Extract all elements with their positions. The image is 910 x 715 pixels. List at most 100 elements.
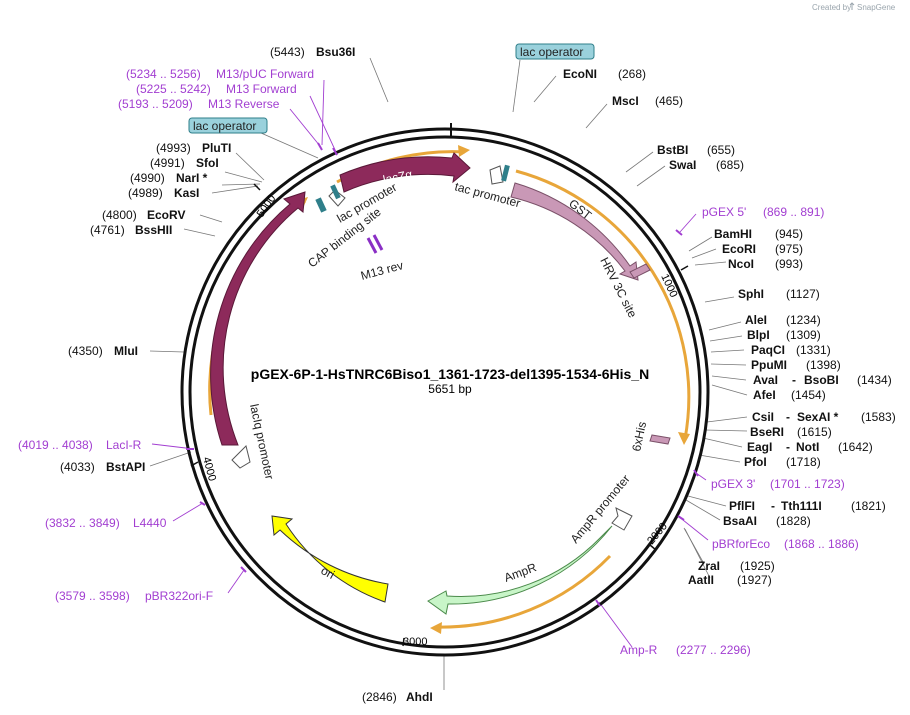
primer-range: (869 .. 891) <box>763 205 824 219</box>
site-name[interactable]: PfoI <box>744 455 767 469</box>
site-name[interactable]: BstBI <box>657 143 688 157</box>
primer-name[interactable]: pBRforEco <box>712 537 770 551</box>
feature-laci[interactable] <box>210 191 306 446</box>
lac-operator-label-top: lac operator <box>520 45 583 59</box>
tick-label-5000: 5000 <box>255 193 279 220</box>
site-pos: (2846) <box>362 690 397 704</box>
site-pos: (1234) <box>786 313 821 327</box>
site-name[interactable]: BsaAI <box>723 514 757 528</box>
backbone-outer <box>180 127 710 657</box>
feature-lacza-label: lacZα <box>382 167 414 187</box>
primer-range: (5193 .. 5209) <box>118 97 193 111</box>
site-name[interactable]: AfeI <box>753 388 776 402</box>
feature-tac-promoter[interactable] <box>489 165 504 185</box>
site-name[interactable]: EagI <box>747 440 772 454</box>
feature-ampr-promoter[interactable] <box>611 507 633 531</box>
site-name[interactable]: BstAPI <box>106 460 145 474</box>
feature-hrv3c[interactable] <box>629 263 651 279</box>
site-name[interactable]: CsiI <box>752 410 774 424</box>
primer-name[interactable]: L4440 <box>133 516 167 530</box>
site-name[interactable]: BamHI <box>714 227 752 241</box>
lac-operator-box-left <box>188 117 268 134</box>
primer-range: (1701 .. 1723) <box>770 477 845 491</box>
primer-name[interactable]: pBR322ori-F <box>145 589 213 603</box>
site-name[interactable]: Bsu36I <box>316 45 355 59</box>
feature-ampr-promoter-label: AmpR promoter <box>568 472 633 546</box>
site-pos: (4991) <box>150 156 185 170</box>
feature-m13rev[interactable] <box>366 234 384 254</box>
site-name[interactable]: Tth111I <box>781 499 822 513</box>
feature-ori[interactable] <box>271 515 389 603</box>
site-name[interactable]: EcoRV <box>147 208 185 222</box>
site-name[interactable]: BsoBI <box>804 373 839 387</box>
site-pos: (1309) <box>786 328 821 342</box>
site-name[interactable]: KasI <box>174 186 199 200</box>
site-pos: (465) <box>655 94 683 108</box>
site-name[interactable]: PpuMI <box>751 358 787 372</box>
site-name[interactable]: AvaI <box>753 373 778 387</box>
feature-ampr-label: AmpR <box>502 560 538 585</box>
site-name[interactable]: SfoI <box>196 156 219 170</box>
orf-arc-ampr <box>434 554 612 629</box>
site-name[interactable]: ZraI <box>698 559 720 573</box>
site-name[interactable]: EcoNI <box>563 67 597 81</box>
site-pos: (5443) <box>270 45 305 59</box>
site-pos: (1642) <box>838 440 873 454</box>
site-name[interactable]: AhdI <box>406 690 433 704</box>
credit-brand: SnapGene <box>857 3 896 12</box>
feature-m13rev-label: M13 rev <box>359 258 405 283</box>
site-name[interactable]: BseRI <box>750 425 784 439</box>
credit-prefix: Created by <box>812 3 851 12</box>
site-pos: (4033) <box>60 460 95 474</box>
site-name[interactable]: NcoI <box>728 257 754 271</box>
site-pos: (1583) <box>861 410 896 424</box>
site-pos: (1127) <box>786 287 820 301</box>
site-name[interactable]: PaqCI <box>751 343 785 357</box>
site-name[interactable]: SexAI * <box>797 410 839 424</box>
primer-name[interactable]: M13 Reverse <box>208 97 280 111</box>
plasmid-length: 5651 bp <box>428 382 472 396</box>
site-name[interactable]: MscI <box>612 94 639 108</box>
feature-ori-label: ori <box>319 563 337 582</box>
primer-name[interactable]: pGEX 5' <box>702 205 746 219</box>
primer-range: (5225 .. 5242) <box>136 82 211 96</box>
backbone-inner <box>188 135 702 649</box>
primer-marks <box>186 142 699 607</box>
feature-lac-operator-mark-left[interactable] <box>330 184 341 200</box>
feature-laciq-promoter[interactable] <box>231 445 251 469</box>
feature-6xhis-label: 6xHis <box>629 420 649 452</box>
feature-lacza[interactable] <box>339 152 471 193</box>
site-name[interactable]: MluI <box>114 344 138 358</box>
feature-gst[interactable] <box>510 182 639 281</box>
primer-name[interactable]: pGEX 3' <box>711 477 755 491</box>
primer-name[interactable]: LacI-R <box>106 438 142 452</box>
site-name[interactable]: PflFI <box>729 499 755 513</box>
lac-operator-box-top <box>515 43 595 60</box>
site-pos: (4800) <box>102 208 137 222</box>
primer-name[interactable]: M13 Forward <box>226 82 297 96</box>
site-name[interactable]: NotI <box>796 440 819 454</box>
primer-name[interactable]: M13/pUC Forward <box>216 67 314 81</box>
site-name[interactable]: SwaI <box>669 158 696 172</box>
site-name[interactable]: AatII <box>688 573 714 587</box>
site-sep: - <box>786 440 790 454</box>
primer-name[interactable]: Amp-R <box>620 643 658 657</box>
site-name[interactable]: SphI <box>738 287 764 301</box>
primer-range: (3832 .. 3849) <box>45 516 120 530</box>
site-name[interactable]: NarI * <box>176 171 208 185</box>
feature-ampr[interactable] <box>427 525 613 615</box>
site-name[interactable]: BlpI <box>747 328 770 342</box>
feature-6xhis[interactable] <box>649 434 671 445</box>
feature-lac-operator-mark-right[interactable] <box>501 164 510 182</box>
site-name[interactable]: AleI <box>745 313 767 327</box>
feature-cap-binding-site[interactable] <box>315 197 327 213</box>
site-name[interactable]: BssHII <box>135 223 172 237</box>
site-sep: - <box>786 410 790 424</box>
snapgene-logo-icon <box>849 2 855 10</box>
site-pos: (1615) <box>797 425 832 439</box>
site-pos: (1434) <box>857 373 892 387</box>
site-name[interactable]: PluTI <box>202 141 231 155</box>
site-pos: (1828) <box>776 514 811 528</box>
site-name[interactable]: EcoRI <box>722 242 756 256</box>
